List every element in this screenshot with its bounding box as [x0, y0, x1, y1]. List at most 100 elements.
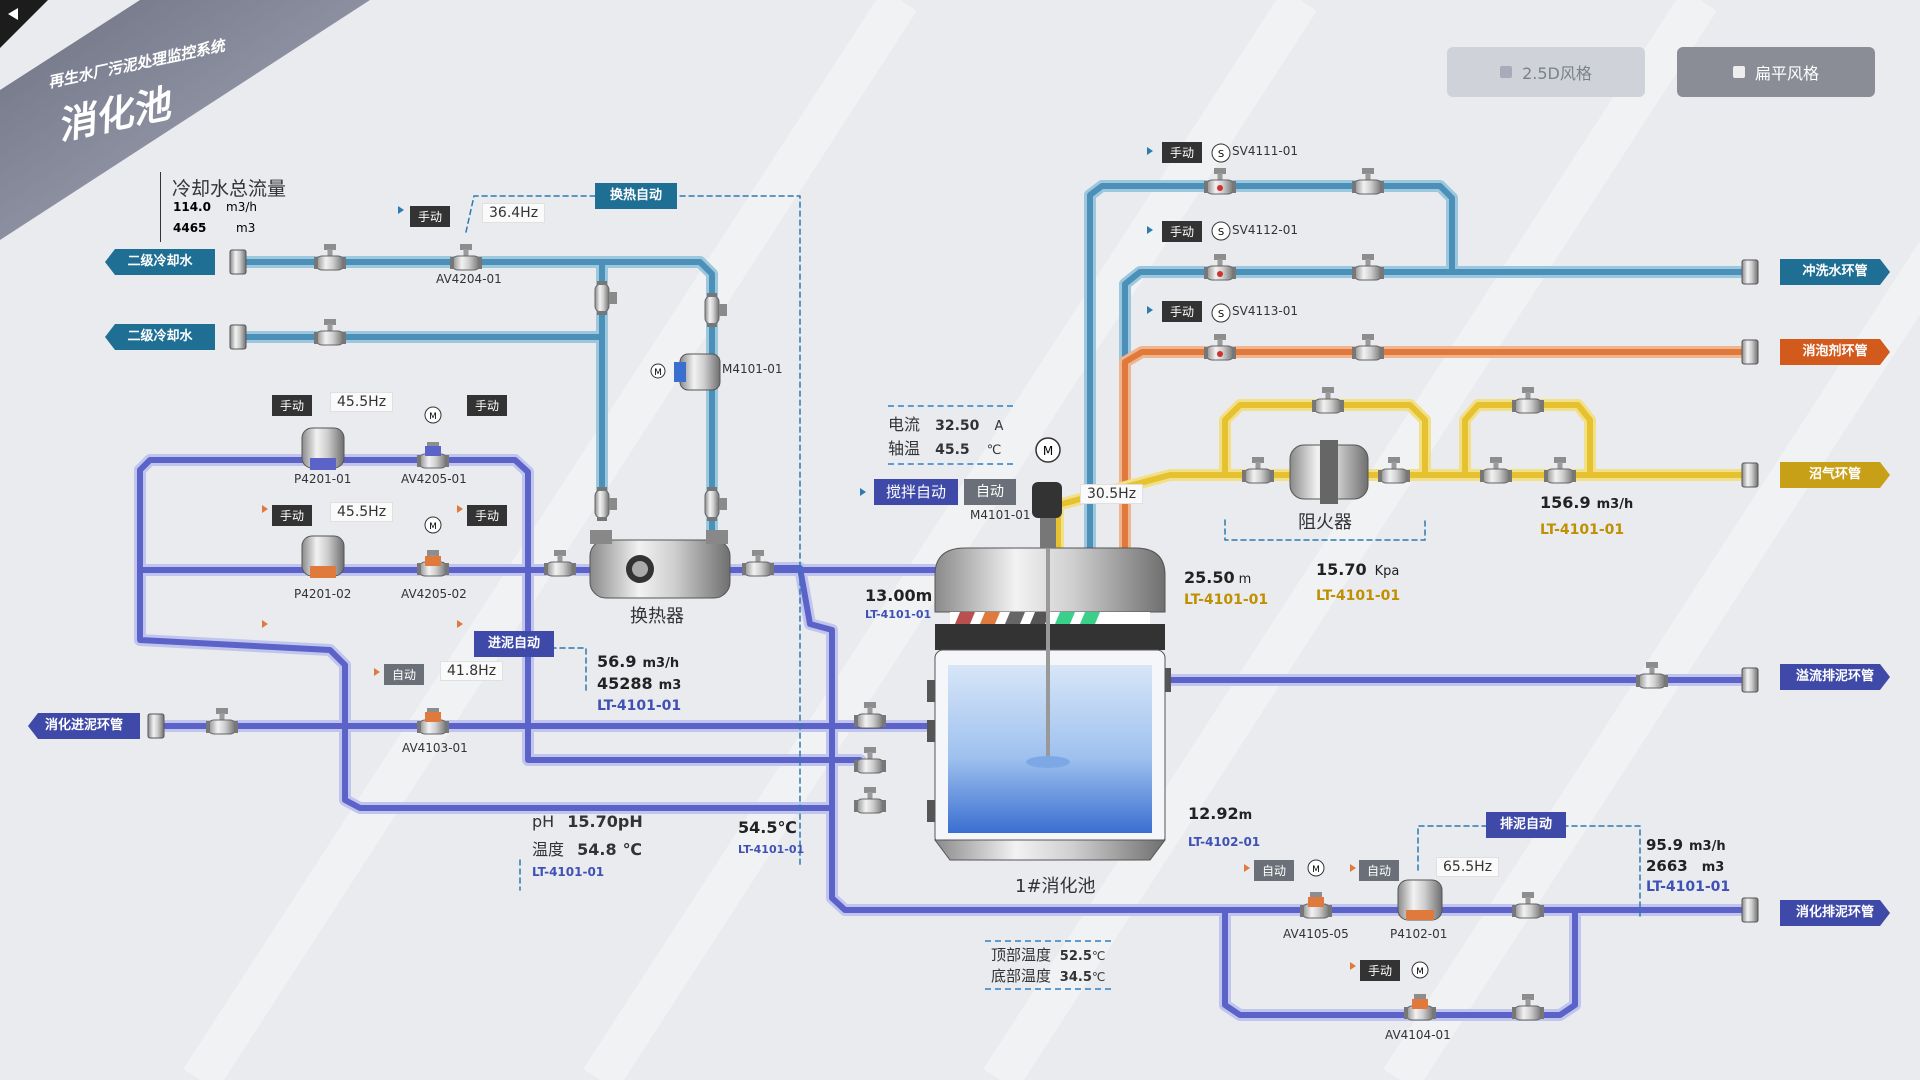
heat-auto-button[interactable]: 换热自动 [595, 183, 677, 209]
tag-defoamer-ring[interactable]: 消泡剂环管 [1780, 339, 1890, 365]
svg-text:M: M [1043, 444, 1053, 458]
svg-text:M: M [1416, 967, 1424, 977]
biogas-level-unit: m [1238, 572, 1252, 587]
mixer-auto-button[interactable]: 搅拌自动 [874, 479, 958, 505]
discharge-pump-hz: 65.5Hz [1436, 857, 1500, 877]
sv3-id: SV4113-01 [1232, 304, 1298, 318]
valve2-id: AV4205-02 [401, 587, 467, 601]
square-icon [1732, 66, 1745, 78]
pump2-mode[interactable]: 手动 [272, 505, 313, 526]
heat-pump-id: M4101-01 [722, 362, 783, 376]
temp-label: 温度 [532, 840, 565, 859]
cube-icon [1500, 66, 1513, 78]
mixer-bearing-value: 45.5 [935, 442, 970, 458]
heat-valve-hz: 36.4Hz [482, 203, 546, 223]
biogas-level-id: LT-4101-01 [1184, 592, 1269, 608]
discharge-pump-mode[interactable]: 自动 [1359, 860, 1400, 881]
sv3-mode[interactable]: 手动 [1162, 301, 1203, 322]
svg-text:M: M [1312, 865, 1320, 875]
mixer-current-value: 32.50 [935, 418, 980, 434]
discharge-pump-id: P4102-01 [1390, 927, 1448, 941]
mixer-readout: 电流 32.50 A 轴温 45.5 ℃ [888, 405, 1013, 465]
level-left-value: 13.00 [865, 586, 916, 605]
digester-name: 1#消化池 [1015, 876, 1096, 897]
bottom-temp-value: 34.5 [1059, 970, 1092, 985]
level-bottom-tag-id: LT-4102-01 [1188, 835, 1261, 849]
svg-text:S: S [1218, 309, 1224, 320]
biogas-pressure-id: LT-4101-01 [1316, 588, 1401, 604]
discharge-valve-mode[interactable]: 自动 [1254, 860, 1295, 881]
temp-value: 54.8 [577, 840, 617, 859]
biogas-flow-value: 156.9 [1540, 493, 1591, 512]
top-temp-unit: ℃ [1091, 949, 1106, 963]
mixer-current-label: 电流 [888, 415, 921, 434]
sv2-mode[interactable]: 手动 [1162, 221, 1203, 242]
level-bottom-unit: m [1238, 808, 1253, 823]
cooling-flow-title: 冷却水总流量 [172, 178, 287, 200]
pump2-hz: 45.5Hz [330, 502, 394, 522]
inlet-hz: 41.8Hz [440, 661, 504, 681]
valve2-mode[interactable]: 手动 [467, 505, 508, 526]
mixer-bearing-label: 轴温 [888, 439, 921, 458]
heat-valve-mode[interactable]: 手动 [410, 206, 451, 227]
top-temp-label: 顶部温度 [991, 946, 1052, 964]
sv1-mode[interactable]: 手动 [1162, 142, 1203, 163]
biogas-pressure-unit: Kpa [1374, 564, 1400, 579]
biogas-pressure-value: 15.70 [1316, 560, 1367, 579]
valve1-id: AV4205-01 [401, 472, 467, 486]
biogas-flow-unit: m3/h [1596, 497, 1634, 512]
temp-right-unit: ℃ [777, 818, 797, 837]
ph-unit: pH [617, 812, 643, 831]
tag-overflow-sludge-ring[interactable]: 溢流排泥环管 [1780, 664, 1890, 690]
pump1-hz: 45.5Hz [330, 392, 394, 412]
style-2.5d-label: 2.5D风格 [1522, 64, 1592, 83]
top-temp-value: 52.5 [1059, 949, 1092, 964]
discharge-total-unit: m3 [1701, 860, 1725, 875]
cooling-total-value: 4465 [173, 221, 207, 235]
inlet-auto-button[interactable]: 进泥自动 [474, 631, 554, 657]
bypass-id: AV4104-01 [1385, 1028, 1451, 1042]
bypass-mode[interactable]: 手动 [1360, 960, 1401, 981]
sv1-id: SV4111-01 [1232, 144, 1298, 158]
inlet-mode[interactable]: 自动 [384, 664, 425, 685]
style-2.5d-button[interactable]: 2.5D风格 [1447, 47, 1645, 97]
inlet-tag-id: LT-4101-01 [597, 698, 682, 714]
discharge-auto-button[interactable]: 排泥自动 [1486, 812, 1566, 838]
cooling-total-unit: m3 [236, 221, 256, 235]
mixer-mode[interactable]: 自动 [964, 479, 1016, 505]
tank-temp-readout: 顶部温度 52.5℃ 底部温度 34.5℃ [985, 940, 1112, 990]
valve1-mode[interactable]: 手动 [467, 395, 508, 416]
inlet-valve-id: AV4103-01 [402, 741, 468, 755]
exchanger-label: 换热器 [630, 606, 684, 627]
discharge-tag-id: LT-4101-01 [1646, 879, 1731, 895]
temp-right-tag-id: LT-4101-01 [738, 843, 805, 856]
ph-tag-id: LT-4101-01 [532, 865, 605, 879]
tag-biogas-ring[interactable]: 沼气环管 [1780, 462, 1890, 488]
cooling-flow-value: 114.0 [173, 200, 211, 214]
level-left-unit: m [915, 586, 933, 605]
discharge-total-value: 2663 [1646, 857, 1688, 875]
cooling-flow-unit: m3/h [226, 200, 257, 214]
level-bottom-value: 12.92 [1188, 804, 1239, 823]
bottom-temp-label: 底部温度 [991, 967, 1052, 985]
tag-flush-water-ring[interactable]: 冲洗水环管 [1780, 259, 1890, 285]
pump1-mode[interactable]: 手动 [272, 395, 313, 416]
inlet-total-value: 45288 [597, 674, 653, 693]
tag-secondary-cooling-2[interactable]: 二级冷却水 [105, 324, 215, 350]
tag-secondary-cooling-1[interactable]: 二级冷却水 [105, 249, 215, 275]
level-left-tag-id: LT-4101-01 [865, 608, 932, 621]
svg-text:S: S [1218, 227, 1224, 238]
tag-digest-outlet-ring[interactable]: 消化排泥环管 [1780, 900, 1890, 926]
mixer-current-unit: A [994, 419, 1004, 434]
inlet-flow-value: 56.9 [597, 652, 637, 671]
pump1-id: P4201-01 [294, 472, 352, 486]
tag-digest-inlet-ring[interactable]: 消化进泥环管 [28, 713, 140, 739]
temp-right-value: 54.5 [738, 818, 778, 837]
ph-label: pH [532, 812, 555, 831]
discharge-flow-unit: m3/h [1689, 839, 1726, 854]
mixer-bearing-unit: ℃ [986, 443, 1002, 458]
svg-text:S: S [1218, 149, 1224, 160]
style-flat-button[interactable]: 扁平风格 [1677, 47, 1875, 97]
discharge-flow-value: 95.9 [1646, 836, 1684, 854]
